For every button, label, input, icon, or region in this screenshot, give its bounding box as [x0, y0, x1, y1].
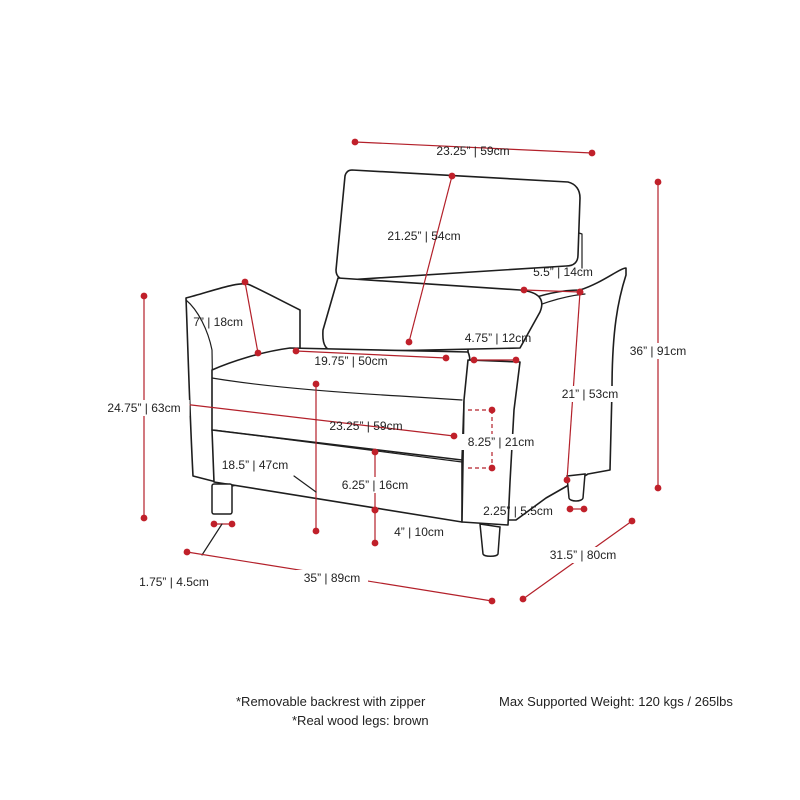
dim-arm-height-endpoint-start	[241, 278, 249, 286]
dim-seat-width-line	[295, 350, 447, 359]
dim-total-height: 36” | 91cm	[622, 178, 694, 492]
dim-base-height-endpoint-start	[371, 448, 379, 456]
dim-seat-height-endpoint-start	[312, 380, 320, 388]
dim-seat-thickness-label-bg	[458, 434, 544, 450]
dim-overall-depth-label-bg	[540, 547, 626, 563]
dim-arm-total-height-label-bg	[98, 400, 190, 416]
dim-seat-width-endpoint-start	[292, 347, 300, 355]
dim-arm-depth-endpoint-start	[470, 356, 478, 364]
dim-overall-width-endpoint-end	[488, 597, 496, 605]
dim-leg-width-endpoint-end	[580, 505, 588, 513]
base-top-line	[213, 429, 463, 463]
dim-overall-width-label: 35” | 89cm	[304, 571, 360, 585]
dim-top-width-endpoint-end	[588, 149, 596, 157]
dim-overall-width-endpoint-start	[183, 548, 191, 556]
dim-total-height-label-bg	[622, 343, 694, 359]
dim-overall-depth: 31.5” | 80cm	[519, 517, 636, 603]
dim-top-width-label: 23.25” | 59cm	[436, 144, 509, 158]
dim-back-to-floor-label-bg	[554, 386, 626, 402]
dim-seat-thickness: 8.25” | 21cm	[458, 406, 544, 472]
dim-overall-width: 35” | 89cm	[183, 548, 496, 605]
dim-top-width-line	[354, 141, 593, 154]
leg-back-right	[566, 473, 586, 502]
seat-front-line	[211, 377, 463, 401]
dim-leg-diameter-leader	[201, 523, 223, 556]
dim-leg-width-label: 2.25” | 5.5cm	[483, 504, 553, 518]
dim-back-to-floor-label: 21” | 53cm	[562, 387, 618, 401]
dim-overall-depth-endpoint-end	[628, 517, 636, 525]
dim-leg-height: 4” | 10cm	[371, 506, 444, 547]
dim-overall-depth-endpoint-start	[519, 595, 527, 603]
armchair-drawing	[185, 169, 627, 557]
dim-seat-thickness-endpoint-end	[488, 464, 496, 472]
dim-arm-total-height-label: 24.75” | 63cm	[107, 401, 180, 415]
dim-arm-total-height-endpoint-end	[140, 514, 148, 522]
dim-seat-height-leader	[293, 475, 317, 493]
dim-back-to-floor: 21” | 53cm	[554, 288, 626, 484]
dim-arm-total-height-endpoint-start	[140, 292, 148, 300]
dim-back-height-endpoint-end	[405, 338, 413, 346]
dim-seat-width-endpoint-end	[442, 354, 450, 362]
dim-seat-height-label: 18.5” | 47cm	[222, 458, 288, 472]
dim-overall-depth-label: 31.5” | 80cm	[550, 548, 616, 562]
dim-back-height: 21.25” | 54cm	[387, 172, 461, 346]
dim-arm-height: 7” | 18cm	[193, 278, 262, 357]
dim-arm-width-label: 5.5” | 14cm	[533, 265, 593, 279]
note-max-weight: Max Supported Weight: 120 kgs / 265lbs	[499, 694, 733, 709]
dim-arm-total-height: 24.75” | 63cm	[98, 292, 190, 522]
dim-seat-depth-label: 23.25” | 59cm	[329, 419, 402, 433]
dim-base-height-label-bg	[332, 477, 418, 493]
dimension-annotations: 23.25” | 59cm 21.25” | 54cm 5.5” | 14cm 7” …	[98, 138, 694, 605]
note-backrest: *Removable backrest with zipper	[236, 694, 426, 709]
dim-arm-height-line	[244, 281, 259, 354]
dim-seat-height: 18.5” | 47cm	[222, 380, 320, 535]
dim-leg-diameter-endpoint-end	[228, 520, 236, 528]
dim-seat-width: 19.75” | 50cm	[292, 347, 450, 368]
dim-back-height-endpoint-start	[448, 172, 456, 180]
dim-back-to-floor-endpoint-start	[576, 288, 584, 296]
dim-arm-depth-endpoint-end	[512, 356, 520, 364]
dim-base-height: 6.25” | 16cm	[332, 448, 418, 514]
back-cushion	[322, 277, 543, 353]
dim-seat-width-label: 19.75” | 50cm	[314, 354, 387, 368]
dim-leg-height-endpoint-start	[371, 506, 379, 514]
dim-seat-depth-endpoint-end	[450, 432, 458, 440]
dim-seat-height-endpoint-end	[312, 527, 320, 535]
dim-overall-width-label-bg	[296, 570, 368, 586]
leg-front-right	[479, 523, 501, 557]
dim-base-height-label: 6.25” | 16cm	[342, 478, 408, 492]
dim-total-height-endpoint-start	[654, 178, 662, 186]
dim-arm-depth-label: 4.75” | 12cm	[465, 331, 531, 345]
dim-seat-thickness-label: 8.25” | 21cm	[468, 435, 534, 449]
dim-arm-width-endpoint-start	[520, 286, 528, 294]
dim-leg-diameter-endpoint-start	[210, 520, 218, 528]
note-legs: *Real wood legs: brown	[292, 713, 429, 728]
left-arm-fold	[185, 299, 215, 481]
dim-seat-thickness-endpoint-start	[488, 406, 496, 414]
dim-leg-diameter-label: 1.75” | 4.5cm	[139, 575, 209, 589]
dim-leg-diameter: 1.75” | 4.5cm	[139, 520, 236, 589]
dim-arm-width-line	[523, 289, 581, 293]
dim-back-height-label: 21.25” | 54cm	[387, 229, 460, 243]
dim-leg-width: 2.25” | 5.5cm	[483, 504, 588, 518]
dim-top-width: 23.25” | 59cm	[351, 138, 596, 158]
dim-seat-depth-line	[182, 403, 455, 437]
dim-arm-height-endpoint-end	[254, 349, 262, 357]
dim-arm-depth: 4.75” | 12cm	[465, 331, 531, 364]
dim-leg-width-endpoint-start	[566, 505, 574, 513]
leg-front-left	[211, 483, 233, 515]
dim-leg-height-label: 4” | 10cm	[394, 525, 444, 539]
dim-back-to-floor-endpoint-end	[563, 476, 571, 484]
dim-top-width-endpoint-start	[351, 138, 359, 146]
dim-total-height-label: 36” | 91cm	[630, 344, 686, 358]
backrest	[335, 169, 581, 281]
dim-back-height-line	[408, 175, 453, 343]
dim-total-height-endpoint-end	[654, 484, 662, 492]
dim-leg-height-endpoint-end	[371, 539, 379, 547]
dim-arm-height-label: 7” | 18cm	[193, 315, 243, 329]
